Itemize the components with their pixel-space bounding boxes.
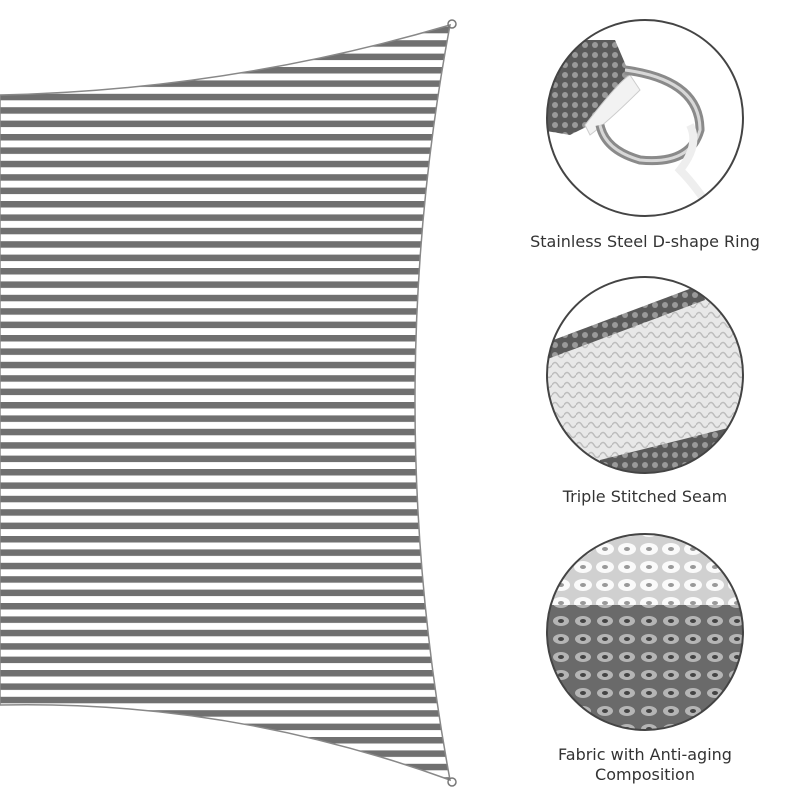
corner-ring-icon (447, 19, 457, 29)
circle-border (546, 533, 744, 731)
fabric-detail (547, 534, 743, 730)
feature-label-fabric: Fabric with Anti-aging Composition (515, 745, 775, 785)
circle-border (546, 19, 744, 217)
d-ring-detail (547, 20, 743, 216)
feature-label-line2: Composition (595, 765, 695, 784)
circle-border (546, 276, 744, 474)
striped-sail (0, 23, 451, 782)
seam-detail (547, 277, 743, 473)
corner-ring-icon (447, 777, 457, 787)
feature-label-line1: Fabric with Anti-aging (558, 745, 732, 764)
feature-label-d-ring: Stainless Steel D-shape Ring (530, 232, 760, 251)
feature-label-seam: Triple Stitched Seam (562, 487, 728, 506)
